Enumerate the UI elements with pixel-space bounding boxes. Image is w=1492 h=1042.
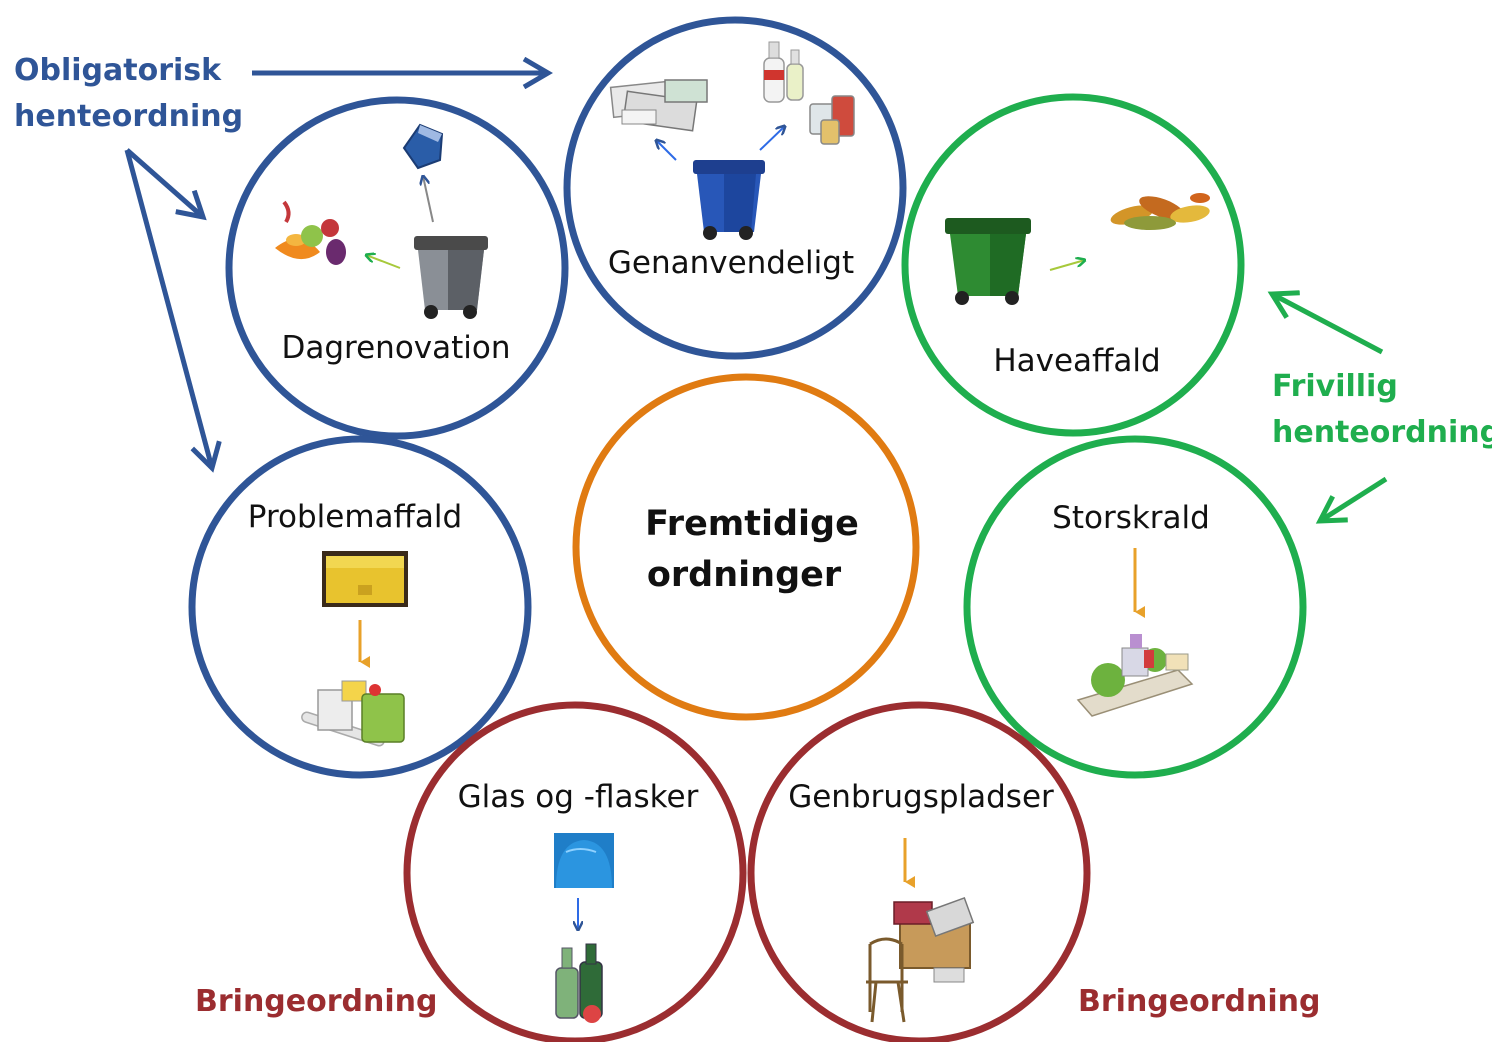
green-wheelie-bin-icon [945, 218, 1031, 305]
blue-wheelie-bin-icon [693, 160, 765, 240]
arrow-to-fruit [366, 255, 401, 269]
circle-dagrenovation [225, 96, 569, 440]
glass-bottles-icon [555, 943, 603, 1023]
obligatory-arrows [124, 73, 548, 468]
label-genbrugspladser: Genbrugspladser [788, 779, 1054, 815]
fruit-scraps-icon [275, 200, 346, 265]
circle-genbrugspladser [747, 701, 1091, 1042]
arrow-to-leaves [1049, 260, 1085, 271]
obligatory-label-line1: Obligatorisk [14, 53, 222, 88]
center-title-line1: Fremtidige [645, 504, 859, 544]
paper-pile-icon [609, 79, 708, 132]
label-storskrald: Storskrald [1052, 500, 1210, 536]
circle-glas [403, 701, 747, 1042]
obligatory-label-line2: henteordning [14, 99, 243, 134]
circle-center [572, 373, 920, 721]
arrow-to-carton [423, 176, 434, 223]
circle-genanvendeligt [563, 16, 907, 360]
voluntary-label-line1: Frivillig [1272, 369, 1398, 404]
circle-storskrald [963, 435, 1307, 779]
glass-container-icon [554, 833, 614, 888]
cans-icon [809, 95, 855, 145]
circle-problemaffald [188, 435, 532, 779]
leaves-icon [1110, 193, 1210, 230]
arrow-to-paper [656, 140, 677, 161]
bring-label-left: Bringeordning [195, 984, 437, 1019]
label-dagrenovation: Dagrenovation [281, 330, 510, 366]
circle-haveaffald [901, 93, 1245, 437]
bottles-icon [763, 41, 804, 103]
bulky-waste-pile-icon [1076, 634, 1194, 717]
arrow-to-bottles [759, 126, 785, 151]
label-problemaffald: Problemaffald [248, 499, 462, 535]
milk-carton-icon [402, 123, 444, 170]
voluntary-arrows [1272, 294, 1388, 521]
furniture-pile-icon [866, 896, 975, 1023]
grey-wheelie-bin-icon [414, 236, 488, 319]
yellow-chemical-box-icon [322, 551, 408, 607]
bring-label-right: Bringeordning [1078, 984, 1320, 1019]
center-title-line2: ordninger [647, 555, 842, 595]
label-genanvendeligt: Genanvendeligt [608, 245, 854, 281]
paint-cans-icon [301, 680, 405, 747]
label-glas: Glas og -flasker [458, 779, 699, 815]
label-haveaffald: Haveaffald [993, 343, 1160, 379]
voluntary-label-line2: henteordning [1272, 415, 1492, 450]
